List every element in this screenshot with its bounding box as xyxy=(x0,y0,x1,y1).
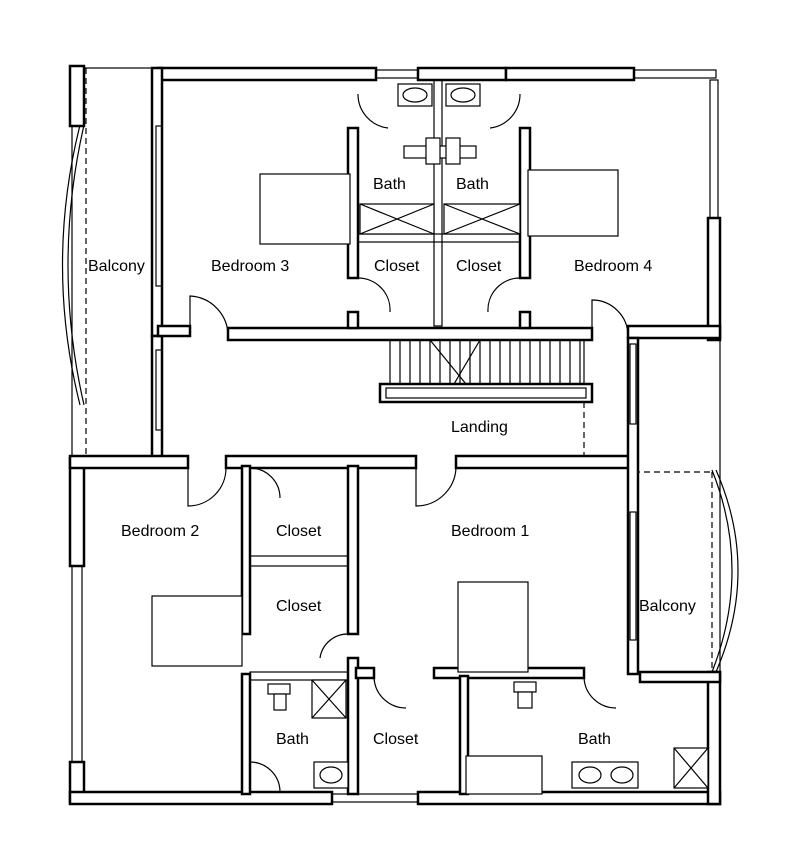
windows xyxy=(155,125,637,641)
label-bath-left: Bath xyxy=(276,731,309,748)
label-bedroom-3: Bedroom 3 xyxy=(211,258,289,275)
bath-fixtures xyxy=(267,83,709,789)
label-landing: Landing xyxy=(451,419,508,436)
label-closet-top-left: Closet xyxy=(374,258,420,275)
label-closet-bedroom2-lower: Closet xyxy=(276,598,322,615)
room-labels: Balcony Bedroom 3 Bath Bath Closet Close… xyxy=(88,176,696,748)
label-balcony-left: Balcony xyxy=(88,258,145,275)
exterior-walls xyxy=(68,64,722,806)
balcony-right xyxy=(633,337,739,675)
label-closet-top-right: Closet xyxy=(456,258,502,275)
label-bedroom-1: Bedroom 1 xyxy=(451,523,529,540)
interior-walls xyxy=(68,66,722,796)
label-bedroom-2: Bedroom 2 xyxy=(121,523,199,540)
label-balcony-right: Balcony xyxy=(639,598,696,615)
label-bath-bottom: Bath xyxy=(578,731,611,748)
label-bedroom-4: Bedroom 4 xyxy=(574,258,652,275)
label-closet-bedroom1: Closet xyxy=(373,731,419,748)
label-bath-top-right: Bath xyxy=(456,176,489,193)
label-closet-bedroom2-upper: Closet xyxy=(276,523,322,540)
door-swings xyxy=(187,93,629,793)
stairs xyxy=(378,339,594,456)
beds xyxy=(151,169,619,795)
label-bath-top-left: Bath xyxy=(373,176,406,193)
